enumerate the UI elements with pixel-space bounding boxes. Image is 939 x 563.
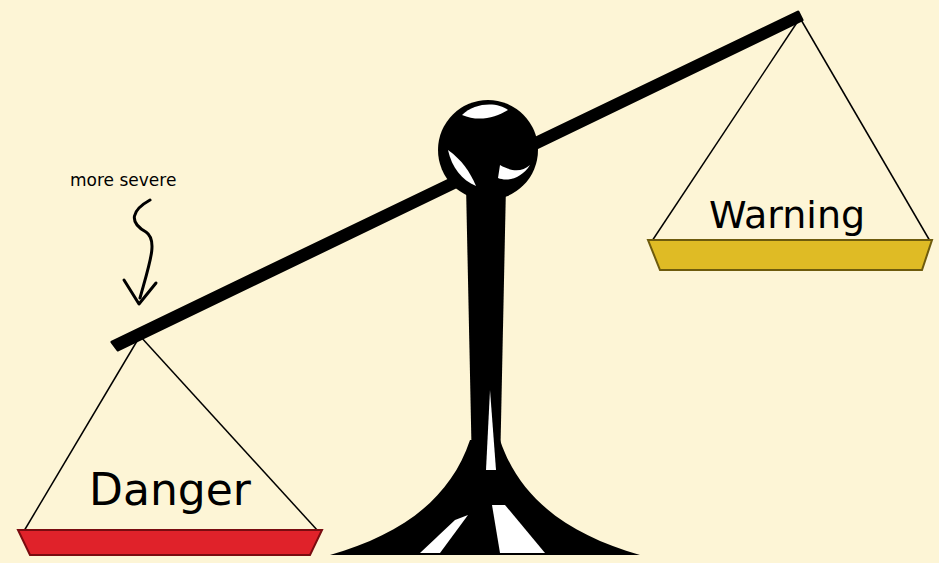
stand-highlight	[420, 515, 468, 553]
scale-beam	[112, 12, 802, 350]
pan-tray	[648, 240, 932, 270]
pan-tray	[18, 530, 322, 555]
stand-highlight	[492, 505, 545, 553]
pivot-ball	[438, 100, 538, 200]
pan-label: Danger	[89, 468, 251, 512]
scale-pan: Danger	[14, 462, 326, 560]
ball-highlight	[448, 150, 476, 186]
stand-highlight	[486, 390, 496, 470]
leader-arrowhead	[124, 280, 156, 304]
scale-pan: Warning	[640, 188, 934, 278]
leader-arrow	[134, 200, 152, 298]
pan-label: Warning	[709, 196, 865, 234]
ball-highlight	[462, 105, 508, 119]
ball-highlight	[498, 165, 530, 179]
annotation-note: more severe	[70, 172, 176, 189]
stand-post	[466, 185, 506, 470]
